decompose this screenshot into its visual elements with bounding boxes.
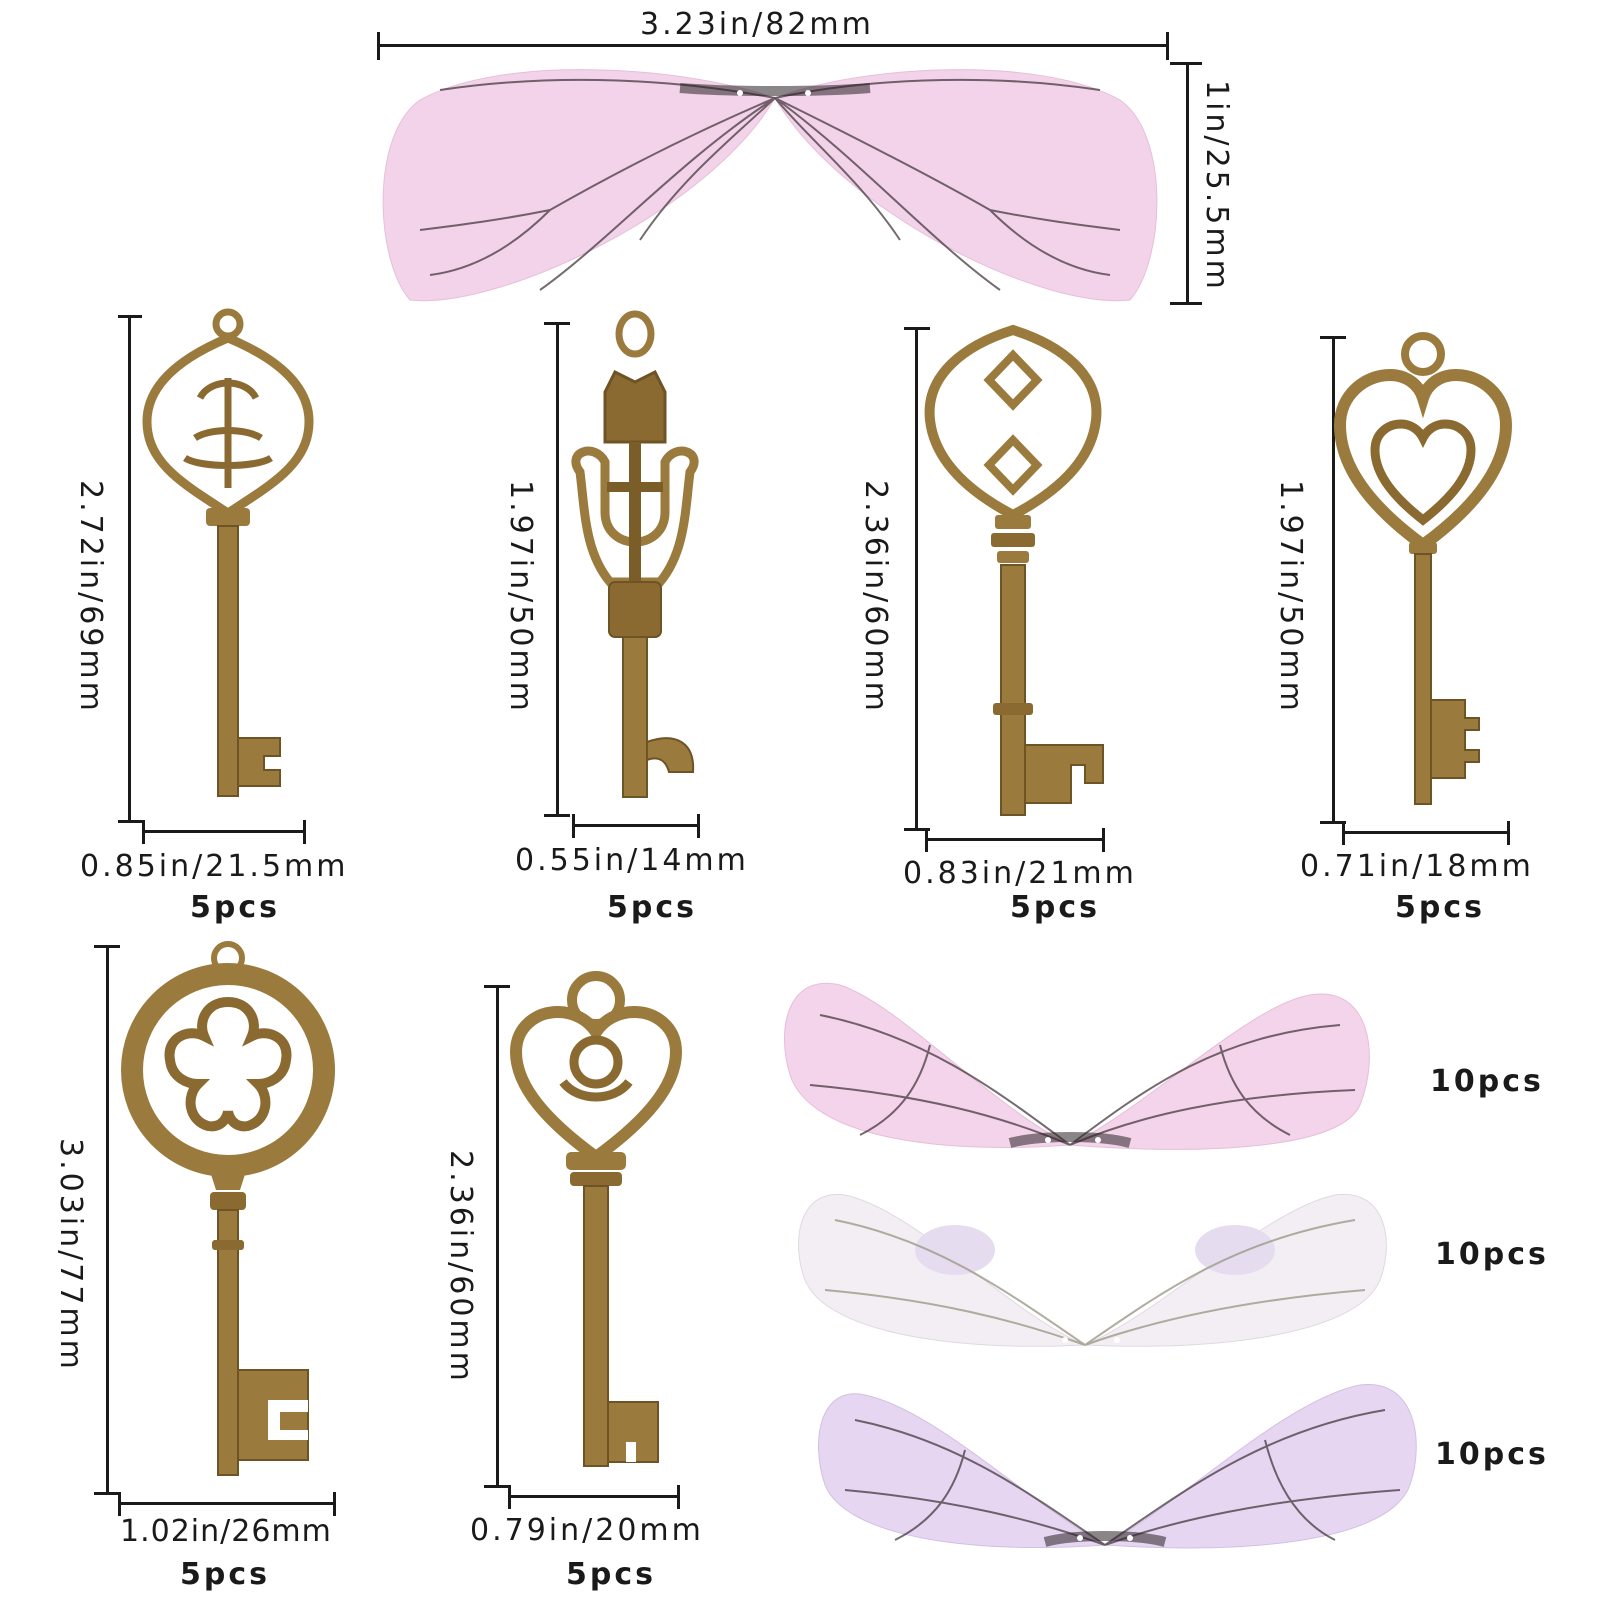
key1-width-tick-left xyxy=(142,820,145,844)
top-wing-height-tick-bottom xyxy=(1170,302,1202,305)
top-wing-height-label: 1in/25.5mm xyxy=(1199,80,1234,292)
key1-image xyxy=(142,308,314,797)
key6-image xyxy=(509,971,683,1467)
wing-set-3-qty-label: 10pcs xyxy=(1435,1437,1549,1472)
key2-width-tick-left xyxy=(572,814,575,838)
top-wing-width-line xyxy=(378,44,1168,47)
key6-width-tick-right xyxy=(677,1485,680,1509)
key3-qty-label: 5pcs xyxy=(1010,890,1100,925)
key2-width-label: 0.55in/14mm xyxy=(515,843,749,878)
top-wing-width-label: 3.23in/82mm xyxy=(640,7,874,42)
key2-qty-label: 5pcs xyxy=(607,890,697,925)
key1-width-line xyxy=(142,830,306,833)
wing-set-1-qty-label: 10pcs xyxy=(1430,1064,1544,1099)
key4-height-label: 1.97in/50mm xyxy=(1273,480,1308,714)
key6-height-tick-top xyxy=(484,985,510,988)
key6-width-line xyxy=(508,1495,680,1498)
wing-set-1-image xyxy=(783,982,1370,1150)
top-wing-height-line xyxy=(1186,62,1189,304)
key3-width-tick-right xyxy=(1102,828,1105,852)
key5-height-tick-bottom xyxy=(94,1492,120,1495)
key4-width-line xyxy=(1342,831,1510,834)
key4-width-tick-left xyxy=(1342,821,1345,845)
key5-width-label: 1.02in/26mm xyxy=(120,1514,332,1549)
wing-set-2-image xyxy=(798,1193,1387,1347)
key6-qty-label: 5pcs xyxy=(566,1557,656,1592)
key4-height-tick-bottom xyxy=(1320,821,1346,824)
key3-height-tick-top xyxy=(904,327,930,330)
key1-width-tick-right xyxy=(303,820,306,844)
key5-width-tick-left xyxy=(118,1492,121,1516)
key3-height-tick-bottom xyxy=(904,828,930,831)
key5-width-line xyxy=(118,1502,336,1505)
key6-width-label: 0.79in/20mm xyxy=(470,1513,704,1548)
key6-height-tick-bottom xyxy=(484,1485,510,1488)
key4-image xyxy=(1333,332,1513,805)
top-wing-height-tick-top xyxy=(1170,62,1202,65)
key2-image xyxy=(571,310,699,798)
wing-set-2-qty-label: 10pcs xyxy=(1435,1237,1549,1272)
top-wing-image xyxy=(382,69,1158,302)
key3-width-tick-left xyxy=(925,828,928,852)
key1-height-tick-bottom xyxy=(118,820,142,823)
key2-height-label: 1.97in/50mm xyxy=(503,480,538,714)
key4-width-tick-right xyxy=(1507,821,1510,845)
key6-height-label: 2.36in/60mm xyxy=(443,1150,478,1384)
top-wing-width-tick-left xyxy=(377,32,380,60)
key3-height-label: 2.36in/60mm xyxy=(858,480,893,714)
key5-height-tick-top xyxy=(94,945,120,948)
key2-height-tick-bottom xyxy=(544,814,570,817)
key2-width-tick-right xyxy=(697,814,700,838)
key6-width-tick-left xyxy=(508,1485,511,1509)
key5-height-line xyxy=(106,945,109,1495)
key1-qty-label: 5pcs xyxy=(190,890,280,925)
key5-qty-label: 5pcs xyxy=(180,1557,270,1592)
key3-image xyxy=(924,324,1104,816)
key5-image xyxy=(121,941,335,1476)
key1-height-line xyxy=(128,315,131,823)
key1-height-label: 2.72in/69mm xyxy=(73,480,108,714)
key4-height-line xyxy=(1332,336,1335,824)
key4-qty-label: 5pcs xyxy=(1395,890,1485,925)
key2-height-tick-top xyxy=(544,322,570,325)
key2-height-line xyxy=(556,322,559,817)
key4-height-tick-top xyxy=(1320,336,1346,339)
key5-width-tick-right xyxy=(333,1492,336,1516)
key4-width-label: 0.71in/18mm xyxy=(1300,849,1534,884)
top-wing-width-tick-right xyxy=(1166,32,1169,60)
key3-width-line xyxy=(925,838,1105,841)
key2-width-line xyxy=(572,824,700,827)
key1-height-tick-top xyxy=(118,315,142,318)
wing-set-3-image xyxy=(818,1384,1417,1549)
key3-height-line xyxy=(915,327,918,831)
key6-height-line xyxy=(496,985,499,1488)
key3-width-label: 0.83in/21mm xyxy=(903,856,1137,891)
key1-width-label: 0.85in/21.5mm xyxy=(80,849,349,884)
key5-height-label: 3.03in/77mm xyxy=(53,1138,88,1372)
